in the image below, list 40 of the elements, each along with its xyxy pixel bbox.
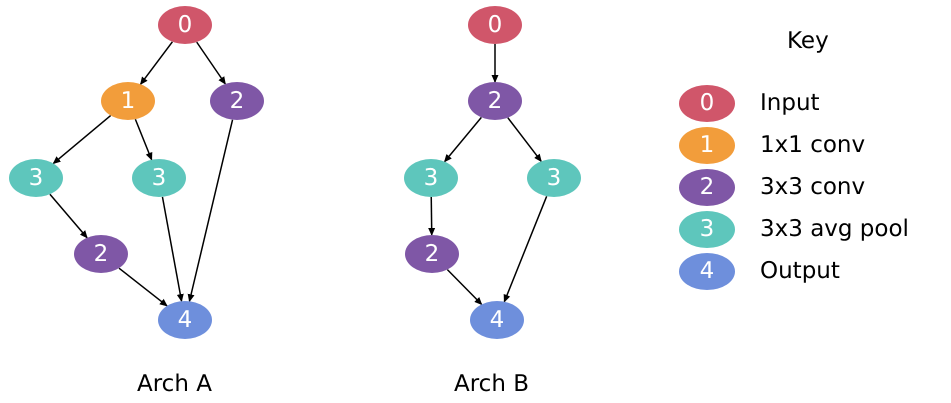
arrow bbox=[196, 42, 226, 85]
node-ellipse: 4 bbox=[158, 301, 212, 339]
legend-swatch: 2 bbox=[679, 169, 735, 206]
node-ellipse: 2 bbox=[405, 235, 459, 273]
legend-label: 3x3 conv bbox=[760, 176, 866, 199]
node-ellipse: 2 bbox=[74, 235, 128, 273]
arrow bbox=[49, 194, 88, 238]
node-ellipse: 3 bbox=[404, 159, 458, 197]
arrow bbox=[140, 41, 173, 85]
arrow bbox=[118, 268, 168, 306]
node-ellipse: 0 bbox=[158, 6, 212, 44]
arrow bbox=[446, 269, 482, 306]
node-ellipse: 4 bbox=[470, 301, 524, 339]
legend-label: Output bbox=[760, 260, 840, 283]
arrow bbox=[507, 117, 542, 162]
node-ellipse: 3 bbox=[132, 159, 186, 197]
node-ellipse: 3 bbox=[527, 159, 581, 197]
legend-swatch: 4 bbox=[679, 253, 735, 290]
legend-label: 1x1 conv bbox=[760, 134, 866, 157]
arrow bbox=[504, 196, 548, 303]
node-ellipse: 3 bbox=[9, 159, 63, 197]
arrow bbox=[428, 196, 436, 236]
node-ellipse: 2 bbox=[468, 82, 522, 120]
arrow bbox=[444, 116, 482, 162]
diagram-caption: Arch B bbox=[454, 373, 529, 396]
arrow bbox=[134, 119, 152, 161]
arrow bbox=[52, 114, 112, 164]
node-ellipse: 2 bbox=[210, 82, 264, 120]
arrow bbox=[162, 196, 184, 302]
legend-swatch: 3 bbox=[679, 211, 735, 248]
legend-label: Input bbox=[760, 92, 820, 115]
diagram-caption: Arch A bbox=[137, 373, 212, 396]
node-ellipse: 1 bbox=[101, 82, 155, 120]
legend-title: Key bbox=[787, 30, 829, 53]
legend-swatch: 0 bbox=[679, 85, 735, 122]
arrow bbox=[492, 44, 498, 83]
arrow bbox=[188, 120, 234, 302]
node-ellipse: 0 bbox=[468, 6, 522, 44]
legend-swatch: 1 bbox=[679, 127, 735, 164]
legend-label: 3x3 avg pool bbox=[760, 218, 909, 241]
